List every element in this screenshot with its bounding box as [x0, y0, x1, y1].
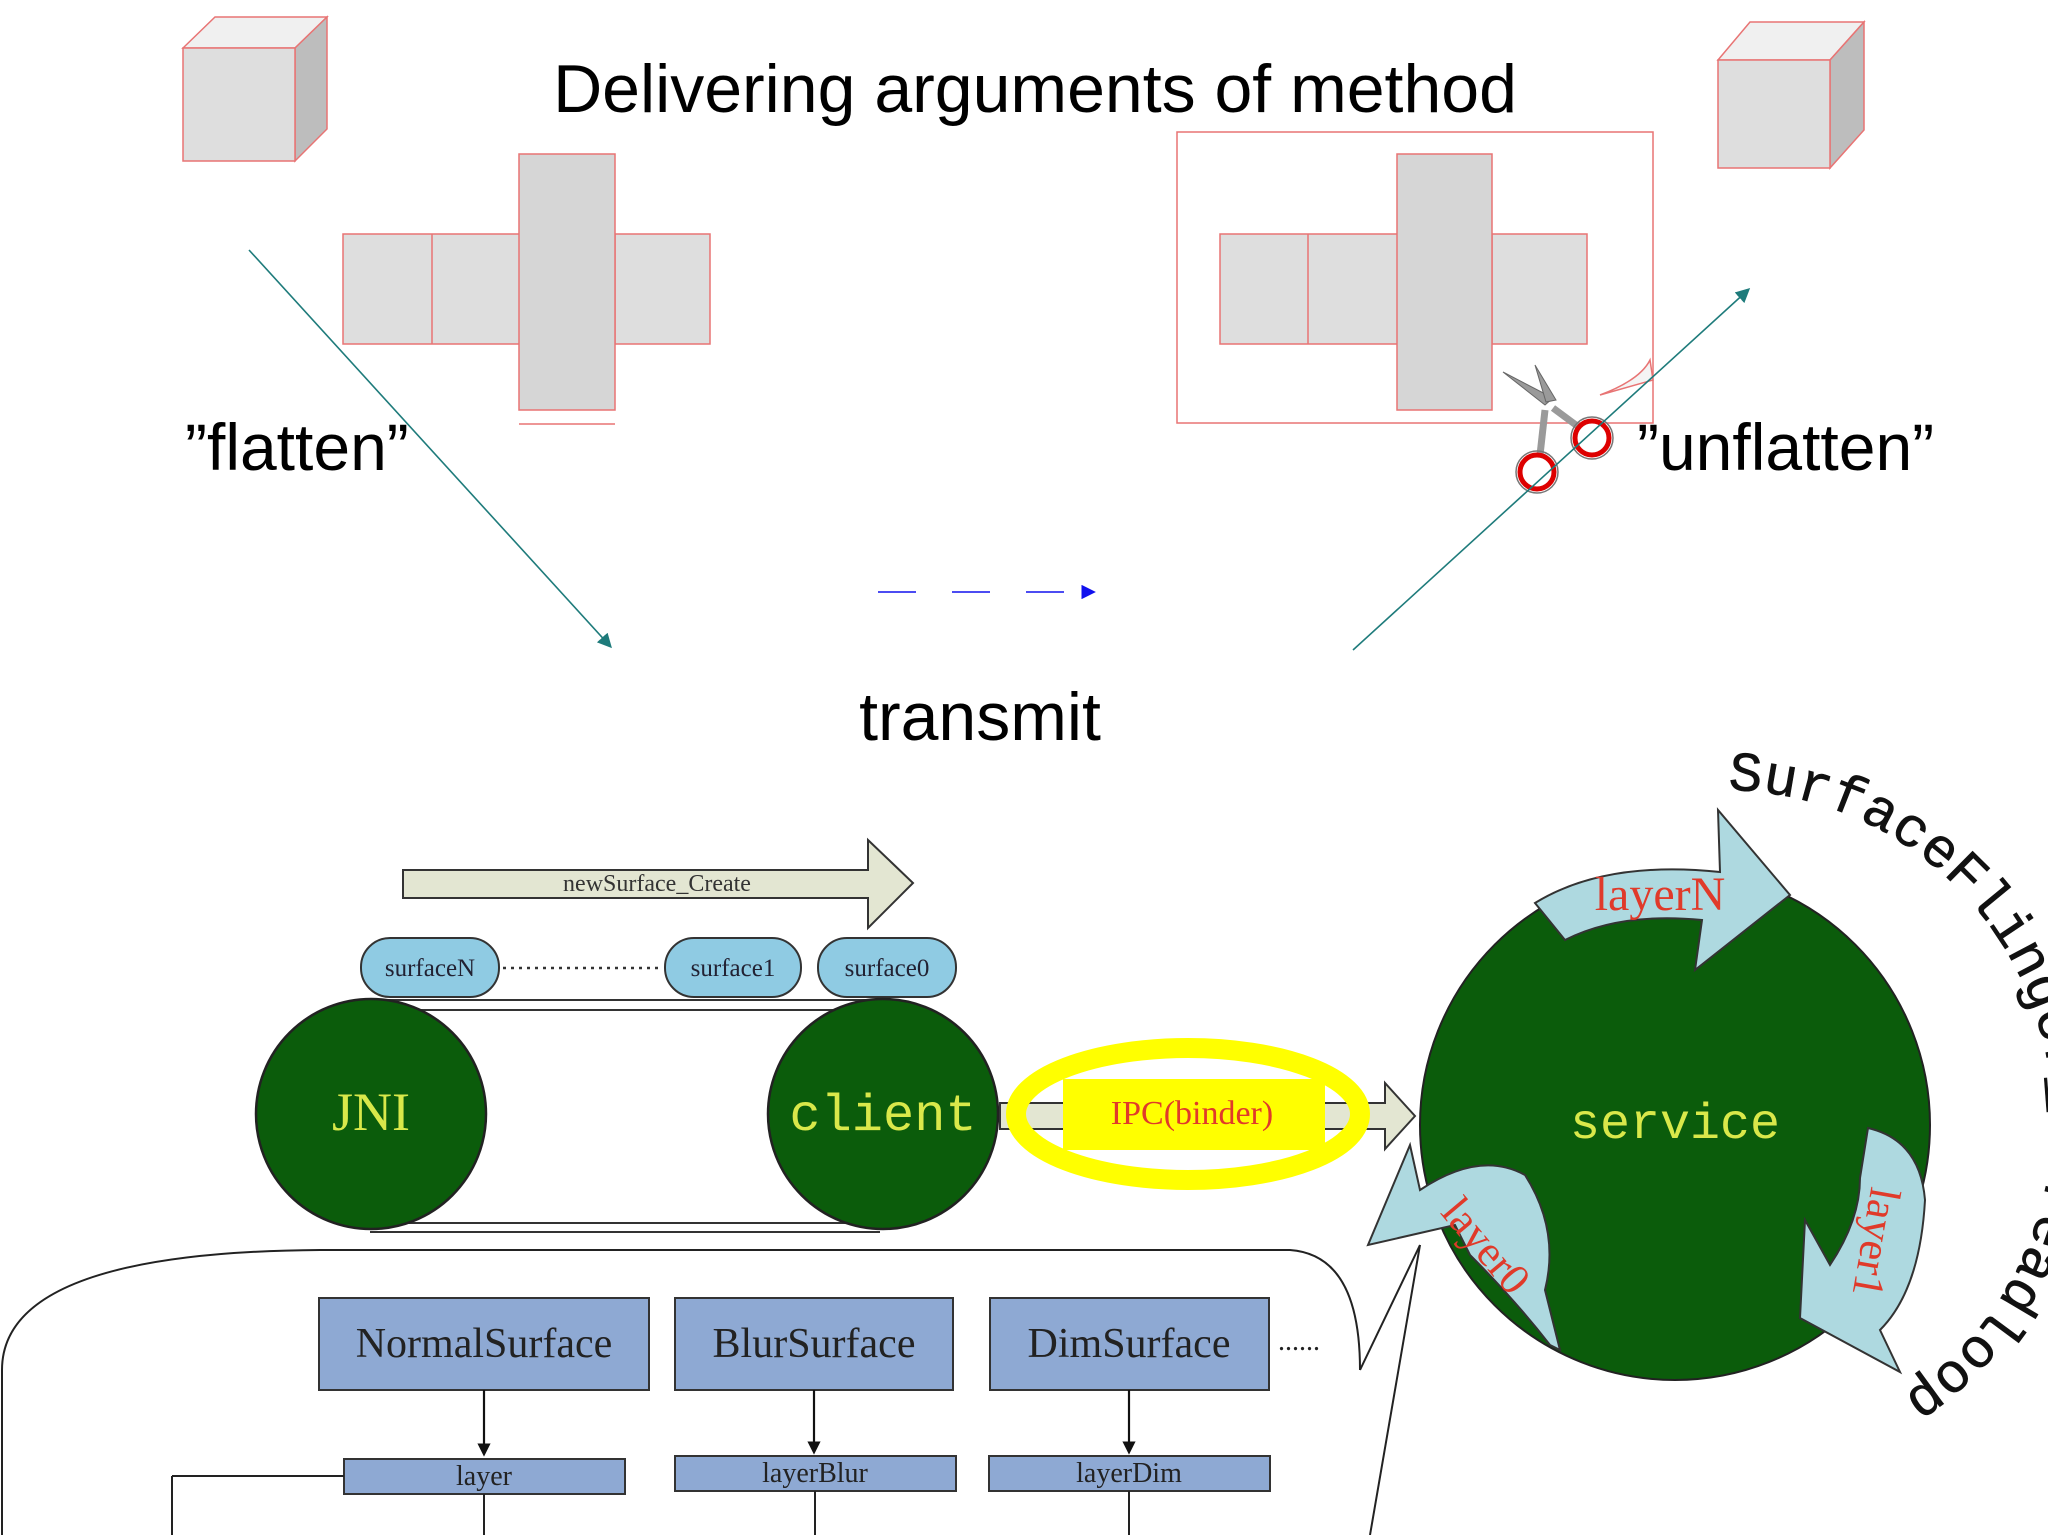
- page-title: Delivering arguments of method: [553, 51, 1517, 127]
- class-ellipsis: ......: [1278, 1326, 1320, 1357]
- surface-pill-1: surface1: [664, 937, 802, 998]
- blur-surface-label: BlurSurface: [713, 1321, 916, 1367]
- scissors-icon: [1502, 364, 1614, 494]
- jni-node: JNI: [254, 997, 488, 1231]
- cube-left-icon: [181, 15, 329, 163]
- layer-n-label: layerN: [1595, 868, 1726, 921]
- surface-pill-0-label: surface0: [845, 955, 930, 982]
- surface-pill-n: surfaceN: [360, 937, 500, 998]
- surface-pill-1-label: surface1: [691, 955, 776, 982]
- layer-blur-label: layerBlur: [762, 1458, 868, 1489]
- cube-right-icon: [1716, 20, 1866, 170]
- ipc-binder: IPC(binder): [999, 1038, 1417, 1190]
- layer-blur-box: layerBlur: [674, 1455, 957, 1492]
- flatten-label: ”flatten”: [185, 410, 409, 484]
- class-hierarchy-bracket: [1, 1249, 1361, 1535]
- unflatten-label: ”unflatten”: [1637, 410, 1934, 484]
- dim-surface-label: DimSurface: [1028, 1321, 1231, 1367]
- layer-label: layer: [456, 1461, 513, 1492]
- surface-pill-n-label: surfaceN: [385, 955, 475, 982]
- normal-surface-box: NormalSurface: [318, 1297, 650, 1391]
- layer-dim-box: layerDim: [988, 1455, 1271, 1492]
- dim-surface-box: DimSurface: [989, 1297, 1270, 1391]
- new-surface-create-arrow: [402, 837, 915, 931]
- unflatten-arrow: [1352, 288, 1751, 651]
- new-surface-create-label: newSurface_Create: [563, 871, 751, 897]
- jni-label: JNI: [332, 1082, 410, 1142]
- layer-dim-label: layerDim: [1076, 1458, 1182, 1489]
- client-label: client: [789, 1087, 976, 1146]
- transmit-label: transmit: [859, 679, 1101, 755]
- cube-net-left: [342, 153, 711, 425]
- normal-surface-label: NormalSurface: [356, 1321, 613, 1367]
- ipc-label: IPC(binder): [1111, 1095, 1273, 1132]
- flatten-arrow: [248, 249, 612, 649]
- client-node: client: [766, 997, 1000, 1231]
- layer-box: layer: [343, 1458, 626, 1495]
- cube-net-right: [1176, 131, 1654, 424]
- layer-n-arrow: layerN: [1533, 807, 1792, 973]
- layer-1-arrow: layer1: [1798, 1126, 1927, 1375]
- blur-surface-box: BlurSurface: [674, 1297, 954, 1391]
- service-label: service: [1570, 1097, 1780, 1154]
- surface-pill-0: surface0: [817, 937, 957, 998]
